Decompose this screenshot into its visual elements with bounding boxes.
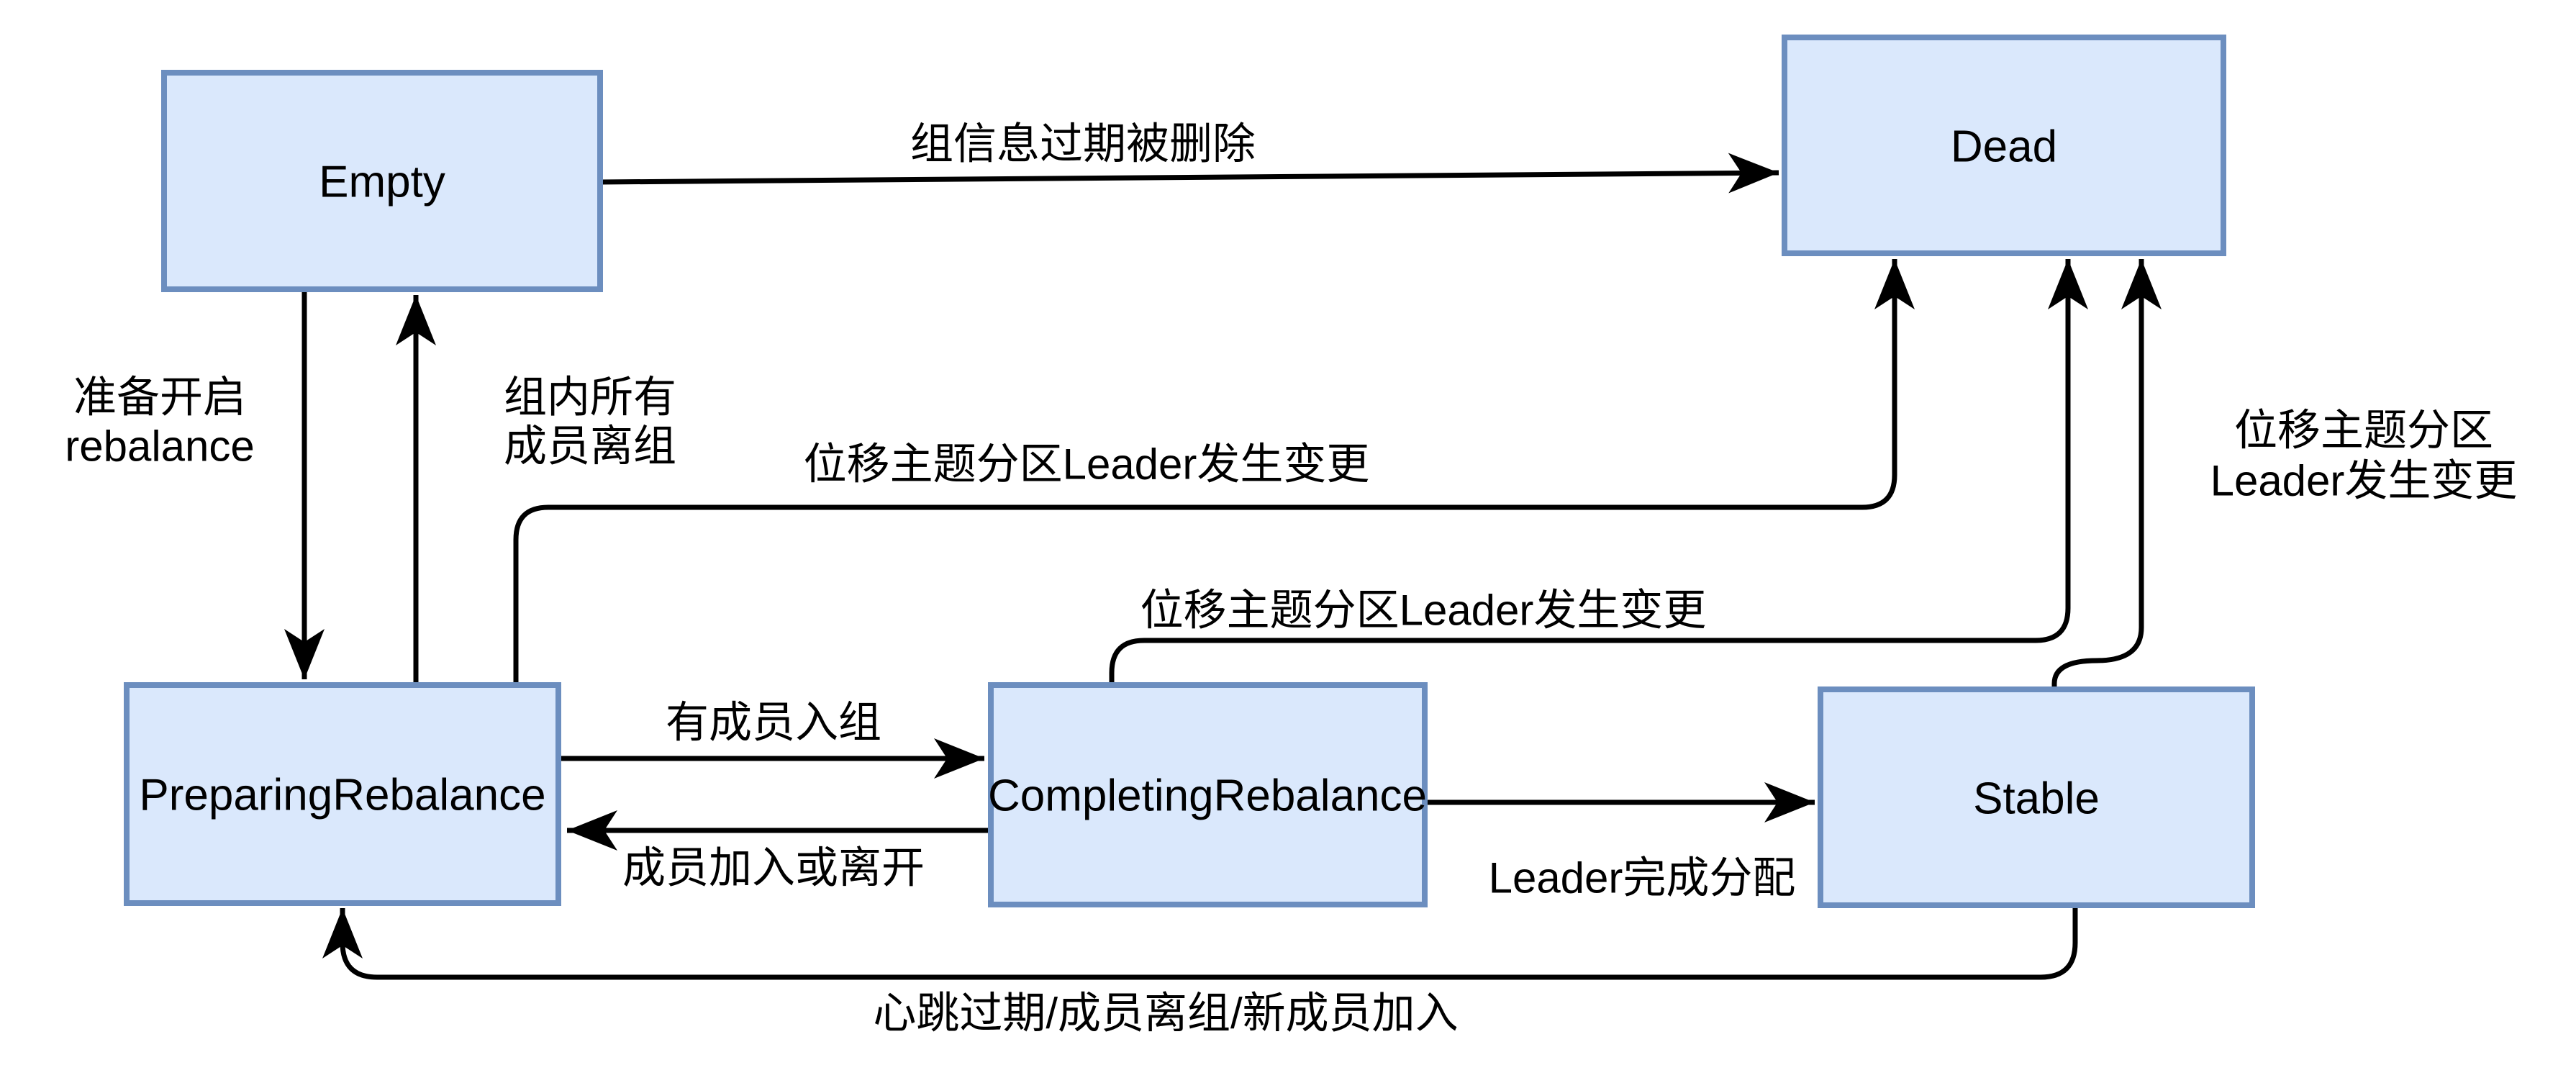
state-node-stable: Stable bbox=[1818, 686, 2255, 908]
state-node-empty-box bbox=[161, 70, 603, 292]
state-node-dead: Dead bbox=[1782, 35, 2226, 256]
state-node-completing-rebalance-box bbox=[988, 682, 1428, 907]
edge-label-completing-to-dead: 位移主题分区Leader发生变更 bbox=[1140, 586, 1707, 635]
state-node-preparing-rebalance: PreparingRebalance bbox=[124, 682, 561, 906]
edge-label-stable-to-dead-line1: 位移主题分区 bbox=[2234, 407, 2493, 455]
edge-preparing-to-dead bbox=[513, 259, 1915, 682]
state-node-preparing-rebalance-box bbox=[124, 682, 561, 906]
edge-label-preparing-to-empty-line1: 组内所有 bbox=[504, 373, 676, 422]
edge-label-empty-to-preparing-line1: 准备开启 bbox=[73, 373, 246, 422]
state-node-completing-rebalance: CompletingRebalance bbox=[988, 682, 1428, 907]
state-node-empty: Empty bbox=[161, 70, 603, 292]
edge-label-stable-to-preparing: 心跳过期/成员离组/新成员加入 bbox=[873, 989, 1458, 1038]
edge-label-stable-to-dead-line2: Leader发生变更 bbox=[2210, 457, 2518, 505]
state-node-stable-box bbox=[1818, 686, 2255, 908]
edge-stable-to-preparing bbox=[322, 907, 2078, 980]
edge-label-completing-to-stable: Leader完成分配 bbox=[1489, 854, 1796, 902]
state-node-preparing-rebalance-label: PreparingRebalance bbox=[139, 771, 545, 820]
edge-empty-to-dead bbox=[599, 153, 1779, 194]
edge-stable-to-dead bbox=[2051, 259, 2162, 686]
edge-label-empty-to-dead: 组信息过期被删除 bbox=[910, 120, 1256, 168]
edge-label-completing-to-preparing: 成员加入或离开 bbox=[622, 844, 925, 892]
edge-completing-to-dead bbox=[1109, 259, 2088, 682]
state-node-stable-label: Stable bbox=[1973, 774, 2100, 824]
state-node-dead-box bbox=[1782, 35, 2226, 256]
state-node-completing-rebalance-label: CompletingRebalance bbox=[988, 771, 1427, 821]
edge-label-preparing-to-empty-line2: 成员离组 bbox=[504, 422, 676, 471]
edge-label-preparing-to-dead: 位移主题分区Leader发生变更 bbox=[804, 440, 1370, 489]
state-node-dead-label: Dead bbox=[1951, 122, 2057, 172]
edge-label-empty-to-preparing-line2: rebalance bbox=[65, 422, 255, 471]
edge-label-preparing-to-completing: 有成员入组 bbox=[666, 699, 881, 747]
state-node-empty-label: Empty bbox=[319, 158, 445, 207]
